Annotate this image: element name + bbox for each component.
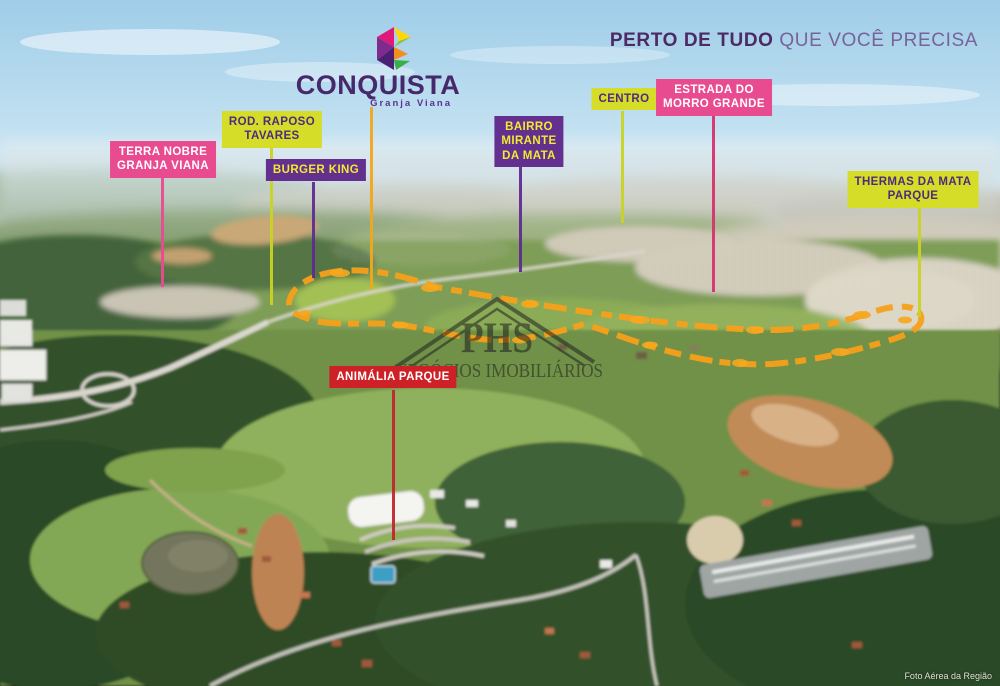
industrial-warehouses <box>0 299 47 403</box>
photo-credit: Foto Aérea da Região <box>904 671 992 681</box>
callout-line: BAIRRO <box>505 121 553 133</box>
leader-burger-king <box>312 182 315 278</box>
watermark: PHS NEGÓCIOS IMOBILIÁRIOS <box>391 296 603 382</box>
callout-line: ROD. RAPOSO <box>228 116 316 128</box>
leader-rod-raposo <box>270 147 273 305</box>
callout-line: PARQUE <box>887 190 939 203</box>
callout-animalia-parque: ANIMÁLIA PARQUE <box>329 366 457 389</box>
leader-bairro-mirante <box>519 164 522 272</box>
callout-line: BURGER KING <box>272 164 360 176</box>
callout-thermas-da-mata: THERMAS DA MATA PARQUE <box>847 171 979 208</box>
callout-line: TAVARES <box>244 130 300 143</box>
leader-animalia <box>392 390 395 540</box>
callout-line: CENTRO <box>598 93 650 105</box>
callout-line: TERRA NOBRE <box>118 146 208 158</box>
callout-line: ANIMÁLIA PARQUE <box>336 371 450 383</box>
logo-subtitle: Granja Viana <box>370 98 452 109</box>
animalia-park-buildings <box>347 490 933 598</box>
leader-thermas <box>918 207 921 317</box>
conquista-logo: CONQUISTA Granja Viana <box>288 20 468 110</box>
conquista-logo-icon <box>377 27 411 70</box>
callout-line: THERMAS DA MATA <box>854 176 972 188</box>
callout-line: MORRO GRANDE <box>663 98 765 111</box>
roads <box>0 249 659 686</box>
callout-line: DA MATA <box>502 149 556 162</box>
callout-estrada-morro-grande: ESTRADA DO MORRO GRANDE <box>656 79 772 116</box>
leader-estrada-morro <box>712 115 715 292</box>
callout-centro: CENTRO <box>591 88 657 111</box>
houses <box>120 470 862 667</box>
callout-terra-nobre: TERRA NOBRE GRANJA VIANA <box>110 141 216 178</box>
leader-centro <box>621 111 624 223</box>
watermark-brand: PHS <box>461 315 533 362</box>
callout-rod-raposo-tavares: ROD. RAPOSO TAVARES <box>221 111 323 148</box>
callout-line: MIRANTE <box>501 135 557 148</box>
callout-line: GRANJA VIANA <box>117 160 209 173</box>
lake <box>141 531 239 595</box>
foreground-terrain <box>0 249 1000 686</box>
headline: PERTO DE TUDO QUE VOCÊ PRECISA <box>610 30 978 52</box>
logo-brand-name: CONQUISTA <box>295 70 461 100</box>
leader-conquista-site <box>370 107 373 289</box>
headline-regular: QUE VOCÊ PRECISA <box>773 30 978 51</box>
callout-burger-king: BURGER KING <box>265 159 367 182</box>
headline-bold: PERTO DE TUDO <box>609 30 774 51</box>
callout-line: ESTRADA DO <box>674 84 754 96</box>
callout-bairro-mirante-da-mata: BAIRRO MIRANTE DA MATA <box>494 116 564 168</box>
leader-terra-nobre <box>161 177 164 287</box>
